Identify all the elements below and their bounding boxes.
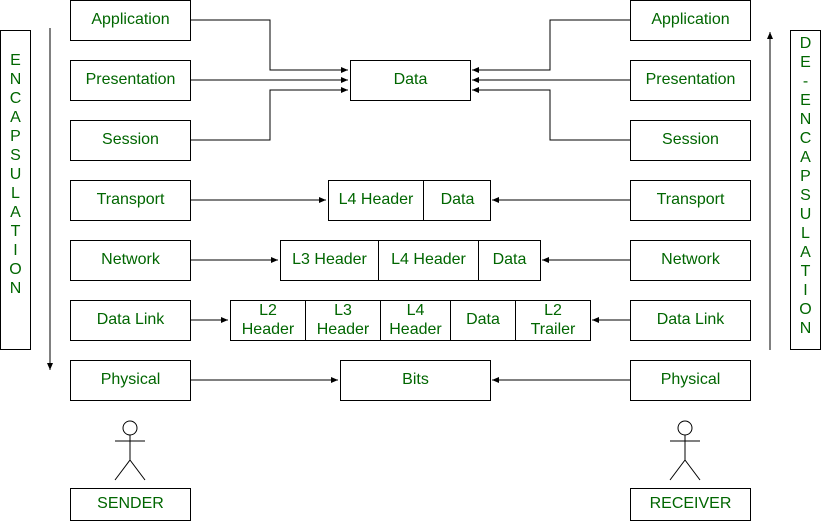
arrow-r-session-to-data: [472, 87, 630, 141]
pdu-transport: L4 Header Data: [328, 180, 491, 221]
sender-layer-network: Network: [70, 240, 191, 281]
receiver-label: RECEIVER: [630, 488, 751, 521]
pdu-datalink-l2-header: L2 Header: [241, 302, 295, 338]
vertical-letter: P: [10, 128, 21, 145]
vertical-letter: O: [799, 301, 812, 318]
pdu-physical: Bits: [340, 360, 491, 401]
pdu-network: L3 Header L4 Header Data: [280, 240, 541, 281]
vertical-letter: N: [9, 71, 22, 88]
receiver-layer-network: Network: [630, 240, 751, 281]
vertical-letter: U: [799, 206, 812, 223]
pdu-network-l3-header: L3 Header: [292, 251, 367, 269]
sender-layer-datalink: Data Link: [70, 300, 191, 341]
vertical-letter: P: [800, 168, 811, 185]
pdu-divider: [378, 241, 379, 280]
vertical-letter: C: [799, 130, 812, 147]
sender-figure-icon: [114, 420, 146, 481]
vertical-letter: T: [800, 263, 811, 280]
sender-layer-transport: Transport: [70, 180, 191, 221]
receiver-layer-physical: Physical: [630, 360, 751, 401]
vertical-letter: I: [803, 282, 808, 299]
pdu-datalink-l3-header: L3 Header: [316, 302, 370, 338]
sender-label: SENDER: [70, 488, 191, 521]
pdu-divider: [305, 301, 306, 340]
receiver-figure-icon: [669, 420, 701, 481]
pdu-network-l4-header: L4 Header: [391, 251, 466, 269]
pdu-datalink-l4-header: L4 Header: [389, 302, 442, 338]
vertical-letter: -: [802, 73, 809, 90]
vertical-letter: E: [800, 92, 811, 109]
vertical-letter: A: [800, 149, 811, 166]
sender-layer-physical: Physical: [70, 360, 191, 401]
vertical-letter: C: [9, 90, 22, 107]
vertical-letter: E: [800, 54, 811, 71]
vertical-letter: I: [13, 242, 18, 259]
vertical-letter: N: [9, 280, 22, 297]
vertical-letter: S: [800, 187, 811, 204]
receiver-layer-application: Application: [630, 0, 751, 41]
vertical-letter: N: [799, 320, 812, 337]
vertical-letter: U: [9, 166, 22, 183]
sender-layer-application: Application: [70, 0, 191, 41]
receiver-layer-session: Session: [630, 120, 751, 161]
vertical-letter: T: [10, 223, 21, 240]
vertical-letter: O: [9, 261, 22, 278]
arrow-application-to-data: [190, 19, 348, 73]
vertical-letter: L: [11, 185, 20, 202]
pdu-datalink-l2-trailer: L2 Trailer: [530, 302, 576, 338]
pdu-datalink-data: Data: [466, 311, 500, 329]
pdu-divider: [515, 301, 516, 340]
receiver-layer-datalink: Data Link: [630, 300, 751, 341]
sender-layer-presentation: Presentation: [70, 60, 191, 101]
vertical-letter: A: [10, 204, 21, 221]
pdu-data: Data: [350, 60, 471, 101]
vertical-letter: A: [10, 109, 21, 126]
pdu-divider: [450, 301, 451, 340]
receiver-layer-transport: Transport: [630, 180, 751, 221]
pdu-network-data: Data: [492, 251, 527, 269]
vertical-letter: E: [10, 52, 21, 69]
pdu-divider: [478, 241, 479, 280]
arrow-r-application-to-data: [472, 19, 630, 73]
pdu-divider: [423, 181, 424, 220]
sender-layer-session: Session: [70, 120, 191, 161]
vertical-letter: S: [10, 147, 21, 164]
pdu-transport-data: Data: [440, 191, 475, 209]
pdu-transport-l4-header: L4 Header: [338, 191, 414, 209]
vertical-letter: N: [799, 111, 812, 128]
vertical-letter: D: [799, 35, 812, 52]
receiver-layer-presentation: Presentation: [630, 60, 751, 101]
vertical-letter: L: [801, 225, 810, 242]
pdu-datalink: L2 Header L3 Header L4 Header Data L2 Tr…: [230, 300, 591, 341]
vertical-letter: A: [800, 244, 811, 261]
arrow-session-to-data: [190, 87, 348, 141]
pdu-divider: [380, 301, 381, 340]
